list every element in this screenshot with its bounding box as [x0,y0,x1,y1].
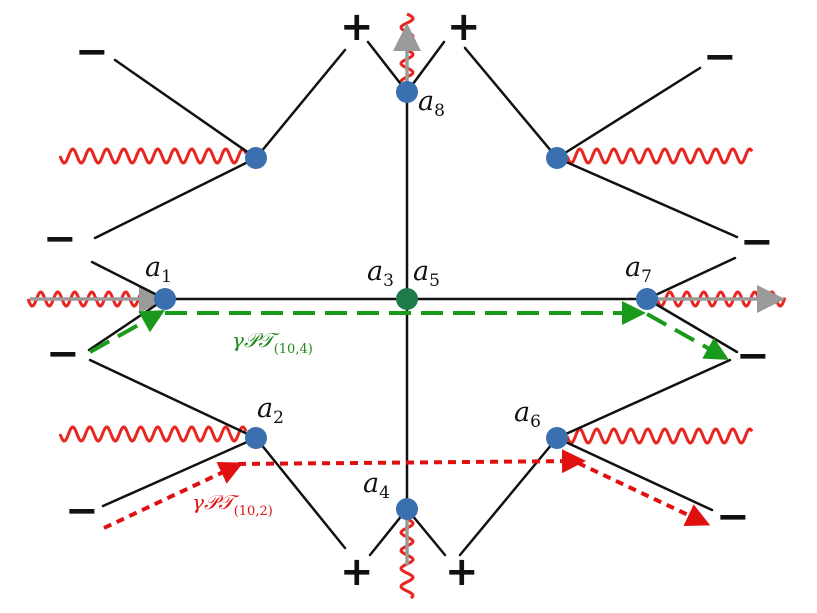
sign-plus-top-right: + [447,4,481,50]
label-a4: a4 [363,468,390,503]
edge-tl-leg3 [93,156,258,240]
edge-tr-leg2 [463,46,559,160]
vertex-a4 [396,498,418,520]
edge-tl-leg1 [113,58,258,160]
label-a7: a7 [625,252,652,287]
vertex-top-left [245,147,267,169]
vertex-a8 [396,81,418,103]
vertex-a2 [245,427,267,449]
edge-a1-minus-up [90,260,167,301]
edge-a2-minus-up [88,358,258,440]
label-a5: a5 [413,256,440,291]
path-green-seg1 [89,310,165,354]
label-a1: a1 [145,252,172,287]
edge-a7-minus-down [645,297,739,354]
wavy-line-left-lower [58,425,248,443]
sign-plus-bottom-right: + [445,549,479,595]
sign-minus-left-lower: − [65,488,99,534]
edge-a2-plus [254,436,347,550]
sign-minus-top-left: − [75,29,109,75]
wavy-line-right-upper [565,147,754,165]
label-a2: a2 [257,393,284,428]
wavy-line-bottom [399,517,415,600]
wavy-line-left-upper [58,147,248,165]
sign-minus-left-upper: − [43,216,77,262]
edge-a1-minus-down [87,297,167,352]
edge-tr-leg3 [555,156,739,239]
edge-tr-leg1 [555,66,702,160]
label-path-red: γ𝒫𝒯(10,2) [192,490,273,519]
vertex-a6 [546,427,568,449]
wavy-line-right-lower [565,427,754,445]
label-a3: a3 [367,256,394,291]
edge-tl-leg2 [254,48,347,160]
path-red-seg1 [103,461,244,530]
edge-a2-minus-down [101,436,258,508]
signs: + + + + − − − − − − − − [43,4,774,595]
wavy-lines [26,12,787,600]
sign-minus-right-upper: − [740,219,774,265]
path-green-seg3 [646,312,729,360]
sign-minus-right-middle: − [736,333,770,379]
path-red-seg3 [577,461,711,527]
path-red-seg2 [237,449,586,474]
sign-plus-bottom-left: + [340,549,374,595]
vertex-a1 [154,288,176,310]
path-green [89,301,729,360]
sign-minus-right-lower: − [716,494,750,540]
wavy-line-left-middle [26,290,157,308]
vertex-a3-a5 [396,288,418,310]
edge-a7-minus-up [645,256,737,301]
edge-a6-plus [458,436,559,557]
edge-a6-minus-down [555,436,714,512]
sign-minus-left-middle: − [46,331,80,377]
path-red [103,449,711,530]
label-a8: a8 [418,86,445,121]
sign-minus-top-right: − [703,34,737,80]
vertex-labels: a8 a1 a3 a5 a7 a2 a6 a4 [145,86,652,503]
vertex-top-right [546,147,568,169]
vertex-a7 [636,288,658,310]
label-a6: a6 [514,397,541,432]
sign-plus-top-left: + [340,4,374,50]
edge-a6-minus-up [555,358,732,440]
vertices [154,81,658,520]
label-path-green: γ𝒫𝒯(10,4) [232,328,313,357]
